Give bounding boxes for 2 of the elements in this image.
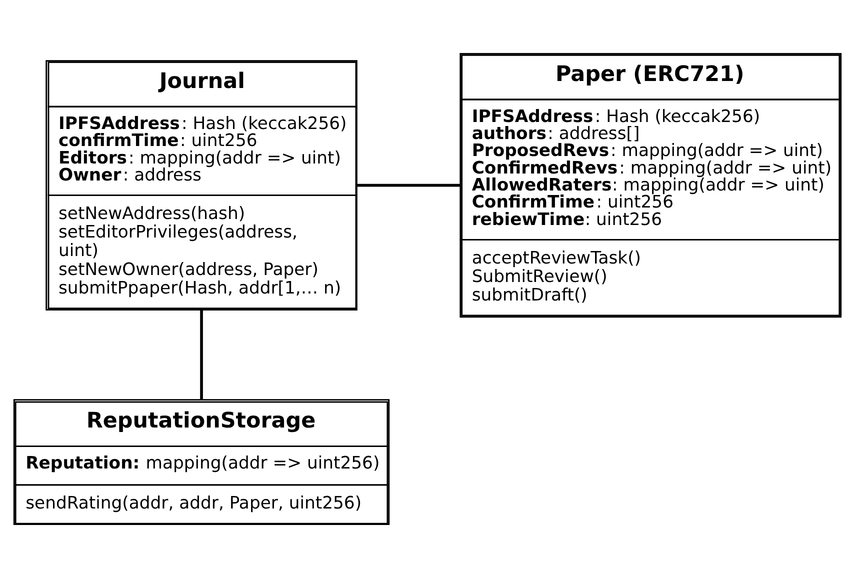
connector: [200, 310, 203, 400]
connector: [356, 184, 460, 187]
